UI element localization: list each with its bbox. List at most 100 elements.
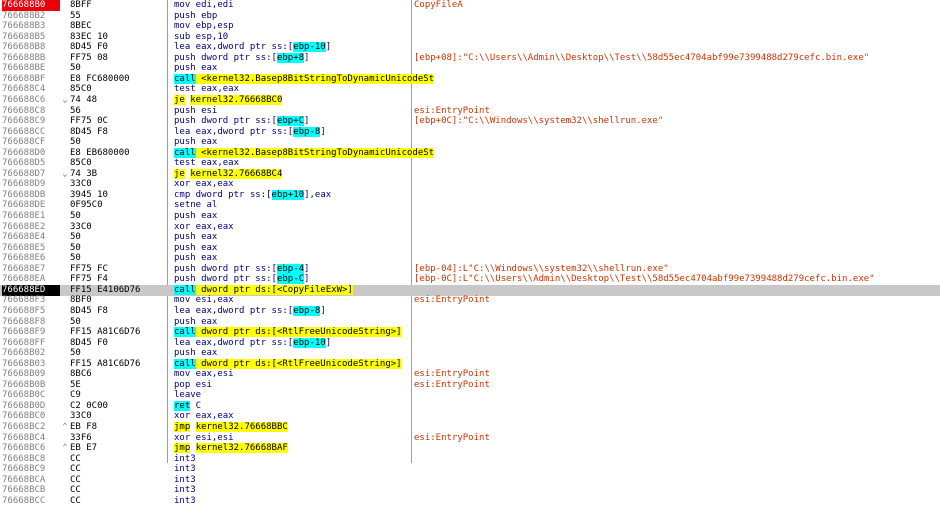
instruction-cell[interactable]: pop esi — [174, 379, 212, 390]
comment-cell[interactable] — [414, 32, 940, 43]
address-cell[interactable]: 766688DB — [2, 189, 46, 200]
bytes-cell[interactable]: FF15 E4106D76 — [70, 284, 141, 295]
comment-cell[interactable] — [414, 137, 940, 148]
comment-cell[interactable] — [414, 359, 940, 370]
address-cell[interactable]: 766688F5 — [2, 305, 46, 316]
instruction-cell[interactable]: call dword ptr ds:[<RtlFreeUnicodeString… — [174, 358, 402, 369]
instruction-cell[interactable]: call dword ptr ds:[<RtlFreeUnicodeString… — [174, 327, 402, 338]
address-cell[interactable]: 766688D9 — [2, 179, 46, 190]
bytes-cell[interactable]: 50 — [70, 242, 81, 253]
address-cell[interactable]: 766688C9 — [2, 116, 46, 127]
address-cell[interactable]: 76668B09 — [2, 369, 46, 380]
address-cell[interactable]: 766688FF — [2, 337, 46, 348]
instruction-cell[interactable]: lea eax,dword ptr ss:[ebp-8] — [174, 305, 326, 316]
bytes-cell[interactable]: 50 — [70, 211, 81, 221]
address-cell[interactable]: 76668B0D — [2, 400, 46, 411]
instruction-cell[interactable]: push eax — [174, 242, 218, 253]
disasm-row[interactable]: 766688E1 50 push eax — [0, 211, 940, 222]
instruction-cell[interactable]: test eax,eax — [174, 84, 240, 95]
comment-cell[interactable]: [ebp-04]:L"C:\\Windows\\system32\\shellr… — [414, 263, 669, 274]
comment-cell[interactable] — [414, 253, 940, 264]
comment-cell[interactable]: [ebp+08]:"C:\\Users\\Admin\\Desktop\\Tes… — [414, 52, 870, 63]
bytes-cell[interactable]: 85C0 — [70, 158, 92, 169]
address-cell[interactable]: 766688E2 — [2, 221, 46, 232]
bytes-cell[interactable]: 85C0 — [70, 84, 92, 95]
address-cell[interactable]: 766688C6 — [2, 94, 46, 105]
instruction-cell[interactable]: lea eax,dword ptr ss:[ebp-10] — [174, 42, 332, 53]
instruction-cell[interactable]: ret C — [174, 400, 202, 411]
comment-cell[interactable] — [414, 169, 940, 180]
address-cell[interactable]: 766688BB — [2, 52, 46, 63]
instruction-cell[interactable]: push eax — [174, 232, 218, 243]
instruction-cell[interactable]: push eax — [174, 137, 218, 148]
comment-cell[interactable] — [414, 179, 940, 190]
instruction-cell[interactable]: push eax — [174, 316, 218, 327]
address-cell[interactable]: 766688D7 — [2, 168, 46, 179]
bytes-cell[interactable]: CC — [70, 474, 81, 485]
instruction-cell[interactable]: sub esp,10 — [174, 31, 229, 42]
address-cell[interactable]: 766688C8 — [2, 105, 46, 116]
instruction-cell[interactable]: int3 — [174, 474, 196, 485]
instruction-cell[interactable]: jmp kernel32.76668BAF — [174, 443, 288, 454]
address-cell[interactable]: 766688DE — [2, 200, 46, 211]
bytes-cell[interactable]: FF15 A81C6D76 — [70, 358, 141, 369]
instruction-cell[interactable]: xor eax,eax — [174, 411, 234, 422]
comment-cell[interactable] — [414, 422, 940, 433]
bytes-cell[interactable]: 55 — [70, 10, 81, 21]
address-cell[interactable]: 76668BC9 — [2, 464, 46, 475]
bytes-cell[interactable]: EB F8 — [70, 422, 98, 432]
bytes-cell[interactable]: 8D45 F0 — [70, 337, 108, 348]
comment-cell[interactable] — [414, 84, 940, 95]
bytes-cell[interactable]: 33C0 — [70, 221, 92, 232]
comment-cell[interactable] — [414, 243, 940, 254]
instruction-cell[interactable]: push esi — [174, 105, 218, 116]
instruction-cell[interactable]: push eax — [174, 348, 218, 359]
instruction-cell[interactable]: push dword ptr ss:[ebp+8] — [174, 52, 310, 63]
instruction-cell[interactable]: int3 — [174, 495, 196, 506]
address-cell[interactable]: 76668B02 — [2, 348, 46, 359]
disasm-row[interactable]: 766688BB FF75 08 push dword ptr ss:[ebp+8]… — [0, 52, 940, 64]
instruction-cell[interactable]: je kernel32.76668BC0 — [174, 94, 283, 105]
bytes-cell[interactable]: E8 EB680000 — [70, 147, 130, 158]
bytes-cell[interactable]: 74 3B — [70, 168, 98, 179]
comment-cell[interactable] — [414, 42, 940, 53]
instruction-cell[interactable]: mov eax,esi — [174, 369, 234, 380]
instruction-cell[interactable]: leave — [174, 390, 202, 401]
bytes-cell[interactable]: 74 48 — [70, 94, 98, 105]
bytes-cell[interactable]: FF75 08 — [70, 52, 108, 63]
address-cell[interactable]: 766688D5 — [2, 158, 46, 169]
bytes-cell[interactable]: 56 — [70, 105, 81, 116]
comment-cell[interactable] — [414, 11, 940, 22]
comment-cell[interactable] — [414, 443, 940, 454]
instruction-cell[interactable]: push eax — [174, 211, 218, 221]
address-cell[interactable]: 766688E1 — [2, 211, 46, 221]
comment-cell[interactable] — [414, 127, 940, 138]
comment-cell[interactable] — [414, 211, 940, 222]
bytes-cell[interactable]: 0F95C0 — [70, 200, 103, 211]
address-cell[interactable]: 766688E7 — [2, 263, 46, 274]
bytes-cell[interactable]: 83EC 10 — [70, 31, 108, 42]
address-cell[interactable]: 76668BCC — [2, 495, 46, 506]
bytes-cell[interactable]: 8BFF — [70, 0, 92, 10]
comment-cell[interactable] — [414, 200, 940, 211]
instruction-cell[interactable]: push ebp — [174, 10, 218, 21]
bytes-cell[interactable]: 50 — [70, 253, 81, 264]
comment-cell[interactable] — [414, 222, 940, 233]
address-cell[interactable]: 766688CC — [2, 126, 46, 137]
